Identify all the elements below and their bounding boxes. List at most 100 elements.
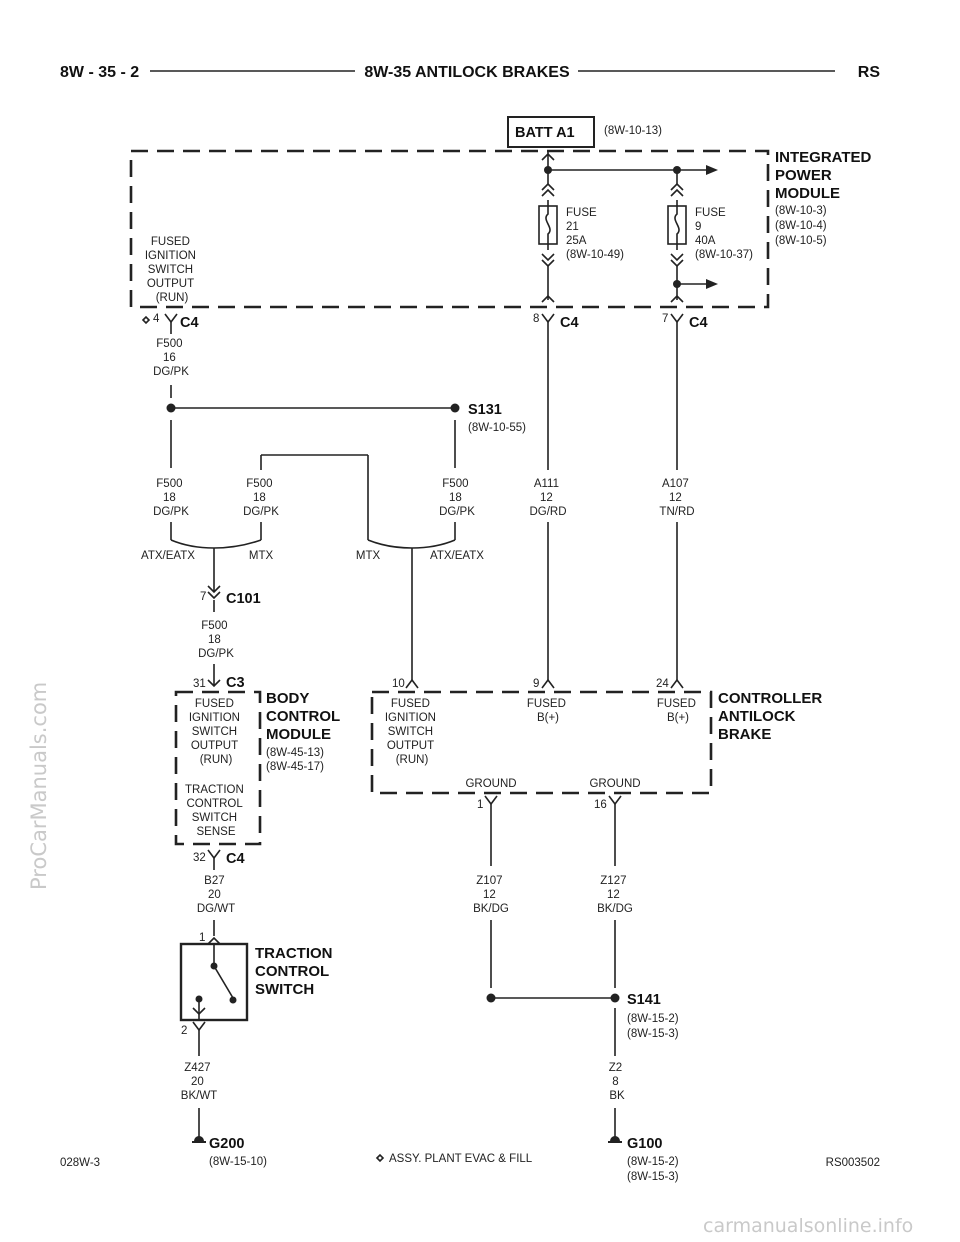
batt-a1-ref: (8W-10-13) (604, 125, 662, 137)
batt-a1-box (507, 116, 595, 148)
s141-right-node (610, 993, 620, 1003)
switch-pin-1: 1 (199, 932, 205, 944)
pin-number: 7 (662, 313, 668, 325)
batt-a1-label: BATT A1 (515, 125, 575, 141)
ipm-name: INTEGRATED POWER MODULE (775, 149, 876, 202)
option-mtx-right: MTX (356, 550, 381, 562)
connector-name: C4 (560, 315, 579, 331)
c101-name: C101 (226, 591, 261, 607)
c3-name: C3 (226, 675, 245, 691)
connector-chevron (670, 313, 684, 324)
cab-pin10-chevron (405, 678, 419, 689)
right-option-bracket (367, 539, 456, 549)
g100-name: G100 (627, 1136, 662, 1152)
cab-gnd16-chevron (608, 795, 622, 806)
wire-z427: Z427 20 BK/WT (181, 1062, 217, 1102)
controller-antilock-brake: 10 9 24 FUSED IGNITION SWITCH OUTPUT (RU… (370, 678, 826, 811)
fuse9-branch-arrow (706, 279, 718, 289)
wire-f500-a: F500 18 DG/PK (153, 478, 189, 518)
pin-number: 4 (153, 313, 160, 325)
splice-s131-name: S131 (468, 402, 502, 418)
ground-g100: G100 (8W-15-2) (8W-15-3) (608, 1136, 679, 1183)
wire-z107: Z107 12 BK/DG (473, 875, 509, 915)
ground-symbol (194, 1136, 204, 1141)
s131-right-node (450, 403, 460, 413)
fuse21-top-chevron (541, 182, 555, 197)
splice-s141-refs: (8W-15-2) (8W-15-3) (627, 1013, 682, 1040)
evac-fill-legend-diamond (375, 1153, 385, 1163)
connector-name: C4 (689, 315, 708, 331)
bcm-name: BODY CONTROL MODULE (266, 690, 344, 743)
cab-gnd-pin-1: 1 (477, 799, 483, 811)
page-number: 8W - 35 - 2 (60, 64, 139, 81)
connector-chevron (164, 313, 178, 324)
ipm-refs: (8W-10-3) (8W-10-4) (8W-10-5) (775, 205, 830, 247)
connector-chevron (541, 313, 555, 324)
bcm-c4-chevron (207, 849, 221, 860)
splice-s131-ref: (8W-10-55) (468, 422, 526, 434)
connector-c4-pin7: 7 C4 (662, 313, 708, 331)
fuse21-label: FUSE 21 25A (8W-10-49) (566, 207, 624, 261)
cab-ground-1-label: GROUND (465, 778, 516, 790)
switch-name: TRACTION CONTROL SWITCH (255, 945, 337, 998)
wire-z127: Z127 12 BK/DG (597, 875, 633, 915)
switch-pin-2: 2 (181, 1025, 187, 1037)
wire-f500-b: F500 18 DG/PK (243, 478, 279, 518)
ipm-outline (129, 149, 770, 309)
g200-ref: (8W-15-10) (209, 1156, 267, 1168)
cab-pin-9: 9 (533, 678, 539, 690)
connector-name: C4 (180, 315, 199, 331)
c3-pin: 31 (193, 678, 206, 690)
fuse9-out-chevron (670, 294, 684, 303)
cab-pin9-chevron (541, 678, 555, 689)
switch-pin1-chevron (207, 936, 221, 945)
footer-legend: ASSY. PLANT EVAC & FILL (389, 1153, 533, 1165)
cab-pin-10: 10 (392, 678, 405, 690)
c101-chevron (207, 585, 221, 600)
traction-control-switch: 1 TRACTION CONTROL SWITCH 2 (179, 932, 337, 1037)
switch-pin2-chevron (192, 1007, 206, 1016)
fuse9-label: FUSE 9 40A (8W-10-37) (695, 207, 753, 261)
bcm-refs: (8W-45-13) (8W-45-17) (266, 747, 327, 773)
cab-name: CONTROLLER ANTILOCK BRAKE (718, 690, 826, 743)
g200-name: G200 (209, 1136, 244, 1152)
bus-arrow (706, 165, 718, 175)
bcm-c4-pin: 32 (193, 852, 206, 864)
batt-a1: BATT A1 (8W-10-13) (507, 116, 662, 148)
integrated-power-module: INTEGRATED POWER MODULE (8W-10-3) (8W-10… (129, 149, 876, 309)
footer-figure-code: 028W-3 (60, 1157, 100, 1169)
wire-a107: A107 12 TN/RD (659, 478, 694, 518)
fuse21-bottom-chevron (541, 253, 555, 268)
cab-pin24-chevron (670, 678, 684, 689)
cab-ign-label: FUSED IGNITION SWITCH OUTPUT (RUN) (385, 698, 439, 766)
page-header: 8W - 35 - 2 8W-35 ANTILOCK BRAKES RS (60, 64, 880, 81)
body-control-module: 31 C3 FUSED IGNITION SWITCH OUTPUT (RUN)… (174, 675, 344, 867)
batt-in-chevron (541, 152, 555, 161)
fuse9-element (674, 200, 680, 250)
switch-contact-open (229, 996, 237, 1004)
switch-out-chevron (192, 1021, 206, 1032)
footer-drawing-number: RS003502 (826, 1157, 880, 1169)
switch-blade (213, 965, 234, 999)
cab-gnd-pin-16: 16 (594, 799, 607, 811)
c3-chevron (207, 679, 221, 688)
page-footer: 028W-3 ASSY. PLANT EVAC & FILL RS003502 (60, 1153, 880, 1169)
fuse21-element (545, 200, 551, 250)
option-atx-left: ATX/EATX (141, 550, 195, 562)
pin-number: 8 (533, 313, 539, 325)
wire-a111: A111 12 DG/RD (529, 478, 566, 518)
wire-z2: Z2 8 BK (609, 1062, 626, 1102)
bcm-outline (174, 690, 262, 846)
evac-fill-diamond (141, 315, 151, 325)
fuse9-bottom-chevron (670, 253, 684, 268)
cab-ground-2-label: GROUND (589, 778, 640, 790)
cab-b1-label: FUSED B(+) (527, 698, 569, 724)
cab-gnd1-chevron (484, 795, 498, 806)
left-option-bracket (170, 539, 262, 549)
wire-b27: B27 20 DG/WT (197, 875, 235, 915)
ground-g200: G200 (8W-15-10) (192, 1136, 267, 1168)
c101-pin: 7 (200, 591, 206, 603)
wire-f500-16: F500 16 DG/PK (153, 338, 189, 378)
splice-s141-name: S141 (627, 992, 661, 1008)
